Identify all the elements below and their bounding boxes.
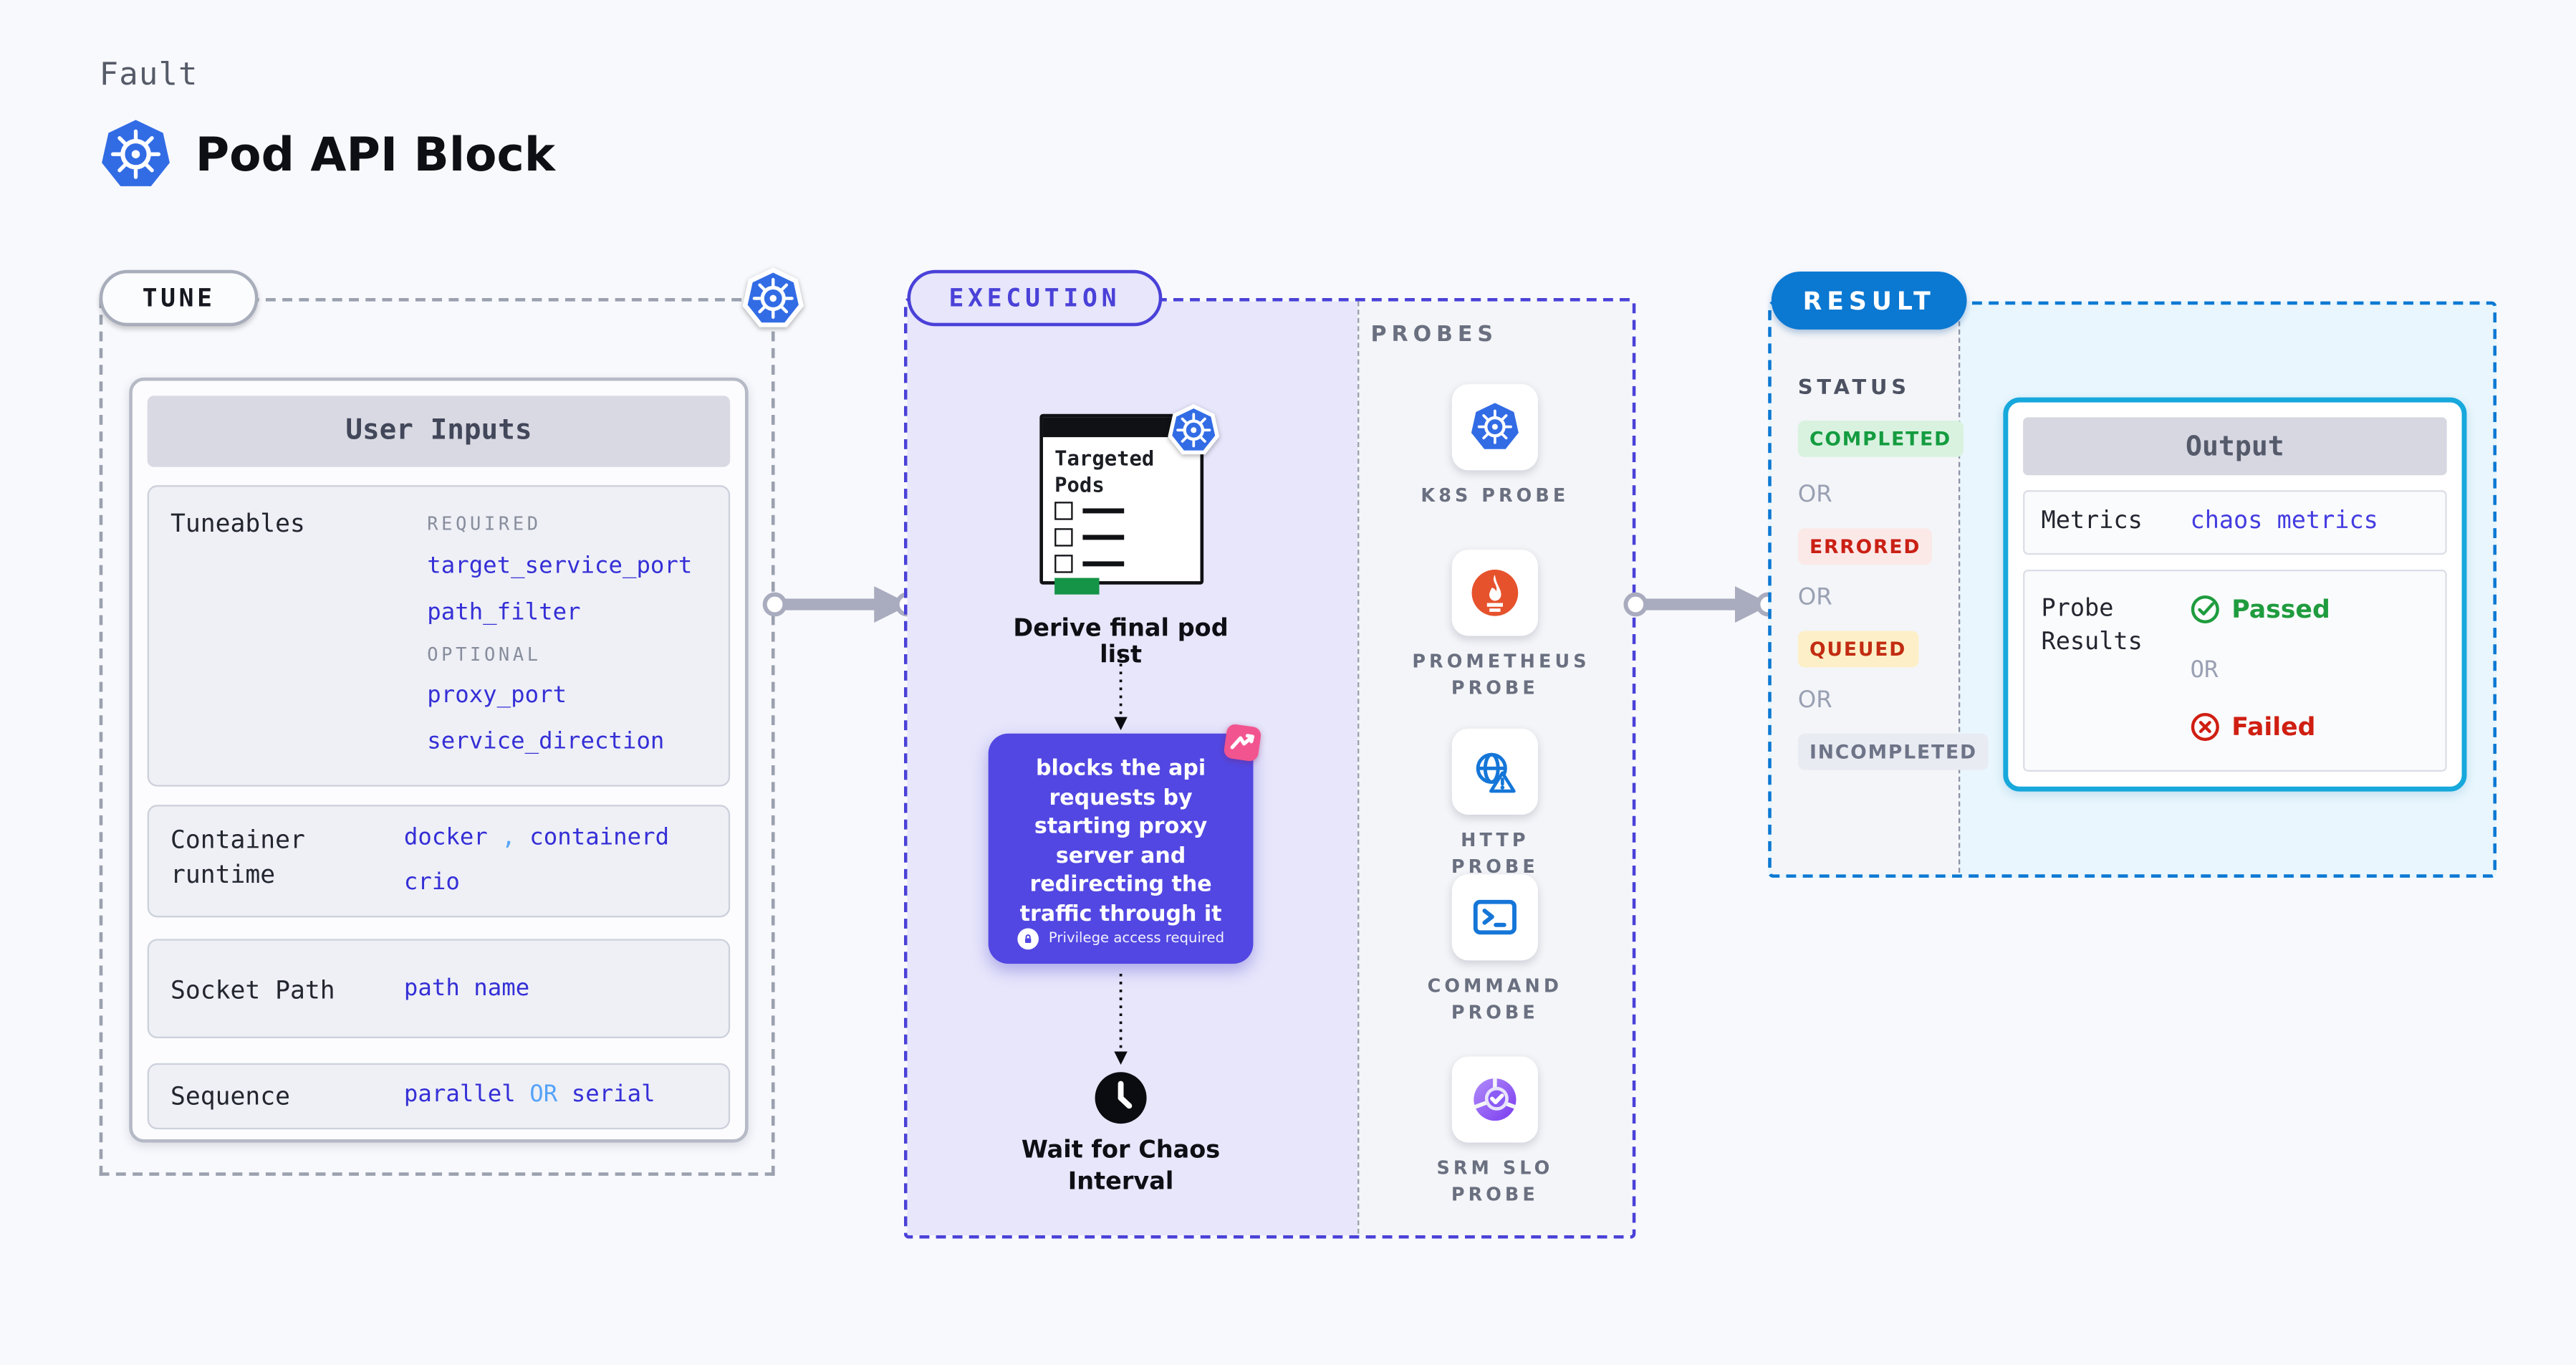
privilege-note-text: Privilege access required (1048, 930, 1225, 947)
kubernetes-icon (97, 114, 173, 195)
status-column-bg (1771, 305, 1961, 875)
probe-results-row: Probe Results Passed OR Failed (2023, 570, 2447, 772)
result-badge: RESULT (1771, 272, 1967, 330)
status-badge-errored: ERRORED (1797, 528, 1933, 565)
probe-results-label: Probe Results (2041, 595, 2143, 656)
probe-label-http: HTTP PROBE (1451, 829, 1539, 878)
status-or: OR (1797, 687, 1832, 714)
probe-label-command: COMMAND PROBE (1427, 975, 1563, 1024)
prometheus-icon (1469, 566, 1522, 619)
checkbox-icon (1054, 502, 1073, 520)
pod-list-row (1054, 555, 1125, 573)
list-line (1082, 562, 1125, 566)
probes-panel-title: PROBES (1370, 322, 1498, 348)
sequence-serial: serial (571, 1081, 655, 1108)
dotted-arrow-down (1111, 656, 1131, 732)
metrics-label: Metrics (2041, 508, 2143, 535)
runtime-comma: , (501, 824, 516, 851)
pod-list-row (1054, 528, 1125, 547)
kubernetes-icon (1469, 401, 1522, 454)
kubernetes-icon (1167, 403, 1220, 459)
lock-icon (1017, 927, 1040, 950)
execution-badge: EXECUTION (907, 269, 1163, 327)
chaos-arrow-icon (1219, 719, 1266, 766)
output-header: Output (2023, 417, 2447, 476)
fault-kicker: Fault (99, 56, 198, 93)
pod-list-green-bar (1054, 578, 1100, 595)
checkbox-icon (1054, 555, 1073, 573)
page-title: Pod API Block (195, 127, 555, 183)
optional-heading: OPTIONAL (427, 643, 542, 666)
status-or: OR (1797, 584, 1832, 611)
probe-card-http (1451, 728, 1538, 815)
tunable-target-service-port: target_service_port (427, 552, 693, 580)
derive-pod-list-label: Derive final pod list (1013, 616, 1229, 669)
sequence-parallel: parallel (403, 1081, 516, 1108)
tuneables-section: Tuneables REQUIRED target_service_port p… (147, 485, 731, 787)
status-badge-incompleted: INCOMPLETED (1797, 733, 1989, 770)
probe-card-srm-slo (1451, 1056, 1538, 1143)
sequence-label: Sequence (170, 1081, 291, 1111)
kubernetes-icon (741, 265, 804, 333)
privilege-note: Privilege access required (989, 927, 1254, 950)
failed-label: Failed (2231, 712, 2316, 742)
probe-label-k8s: K8S PROBE (1421, 485, 1570, 507)
sequence-or: OR (529, 1081, 558, 1108)
dotted-arrow-down (1111, 973, 1131, 1066)
metrics-value: chaos metrics (2190, 508, 2378, 535)
status-badge-queued: QUEUED (1797, 631, 1918, 668)
tunable-proxy-port: proxy_port (427, 682, 567, 709)
probe-card-prometheus (1451, 550, 1538, 636)
sequence-values: parallel OR serial (404, 1081, 655, 1108)
tune-section-box (99, 297, 775, 1176)
pod-list-row (1054, 502, 1125, 520)
runtime-containerd: containerd (529, 824, 670, 851)
slo-pie-check-icon (1469, 1073, 1522, 1126)
probe-label-srm-slo: SRM SLO PROBE (1436, 1157, 1554, 1206)
fault-action-box: blocks the api requests by starting prox… (988, 733, 1254, 964)
user-inputs-header: User Inputs (147, 396, 731, 467)
probe-card-k8s (1451, 384, 1538, 471)
socket-path-section: Socket Path path name (147, 939, 731, 1039)
checkbox-icon (1054, 528, 1073, 547)
container-runtime-values: docker , containerd (404, 825, 669, 851)
passed-label: Passed (2231, 594, 2330, 625)
metrics-row: Metrics chaos metrics (2023, 490, 2447, 555)
list-line (1082, 509, 1125, 513)
socket-path-label: Socket Path (170, 975, 335, 1005)
fault-action-text: blocks the api requests by starting prox… (1019, 757, 1222, 927)
targeted-pods-title: Targeted Pods (1054, 445, 1155, 497)
required-heading: REQUIRED (427, 513, 542, 535)
container-runtime-section: Container runtime docker , containerd cr… (147, 805, 731, 918)
http-globe-warning-icon (1469, 745, 1522, 798)
runtime-crio: crio (403, 869, 460, 896)
status-title: STATUS (1797, 374, 1911, 399)
container-runtime-label: Container runtime (170, 824, 305, 890)
arrow-execution-to-result (1623, 580, 1782, 629)
output-card: Output Metrics chaos metrics Probe Resul… (2003, 397, 2467, 792)
check-circle-icon (2191, 595, 2221, 625)
runtime-docker: docker (403, 824, 488, 851)
user-inputs-card: User Inputs Tuneables REQUIRED target_se… (129, 377, 749, 1143)
socket-path-value: path name (403, 975, 530, 1002)
tuneables-label: Tuneables (170, 508, 305, 539)
status-or: OR (1797, 482, 1832, 509)
list-line (1082, 535, 1125, 540)
status-badge-completed: COMPLETED (1797, 421, 1964, 457)
probe-label-prometheus: PROMETHEUS PROBE (1412, 651, 1590, 699)
probe-results-or: OR (2190, 657, 2219, 684)
x-circle-icon (2191, 712, 2221, 742)
tunable-path-filter: path_filter (427, 599, 581, 626)
clock-icon (1092, 1070, 1149, 1126)
probe-card-command (1451, 874, 1538, 961)
terminal-icon (1469, 891, 1522, 944)
wait-chaos-interval-label: Wait for Chaos Interval (1021, 1137, 1221, 1196)
tune-badge: TUNE (99, 269, 259, 327)
sequence-section: Sequence parallel OR serial (147, 1063, 731, 1130)
arrow-tune-to-execution (761, 580, 921, 629)
tunable-service-direction: service_direction (427, 728, 665, 755)
